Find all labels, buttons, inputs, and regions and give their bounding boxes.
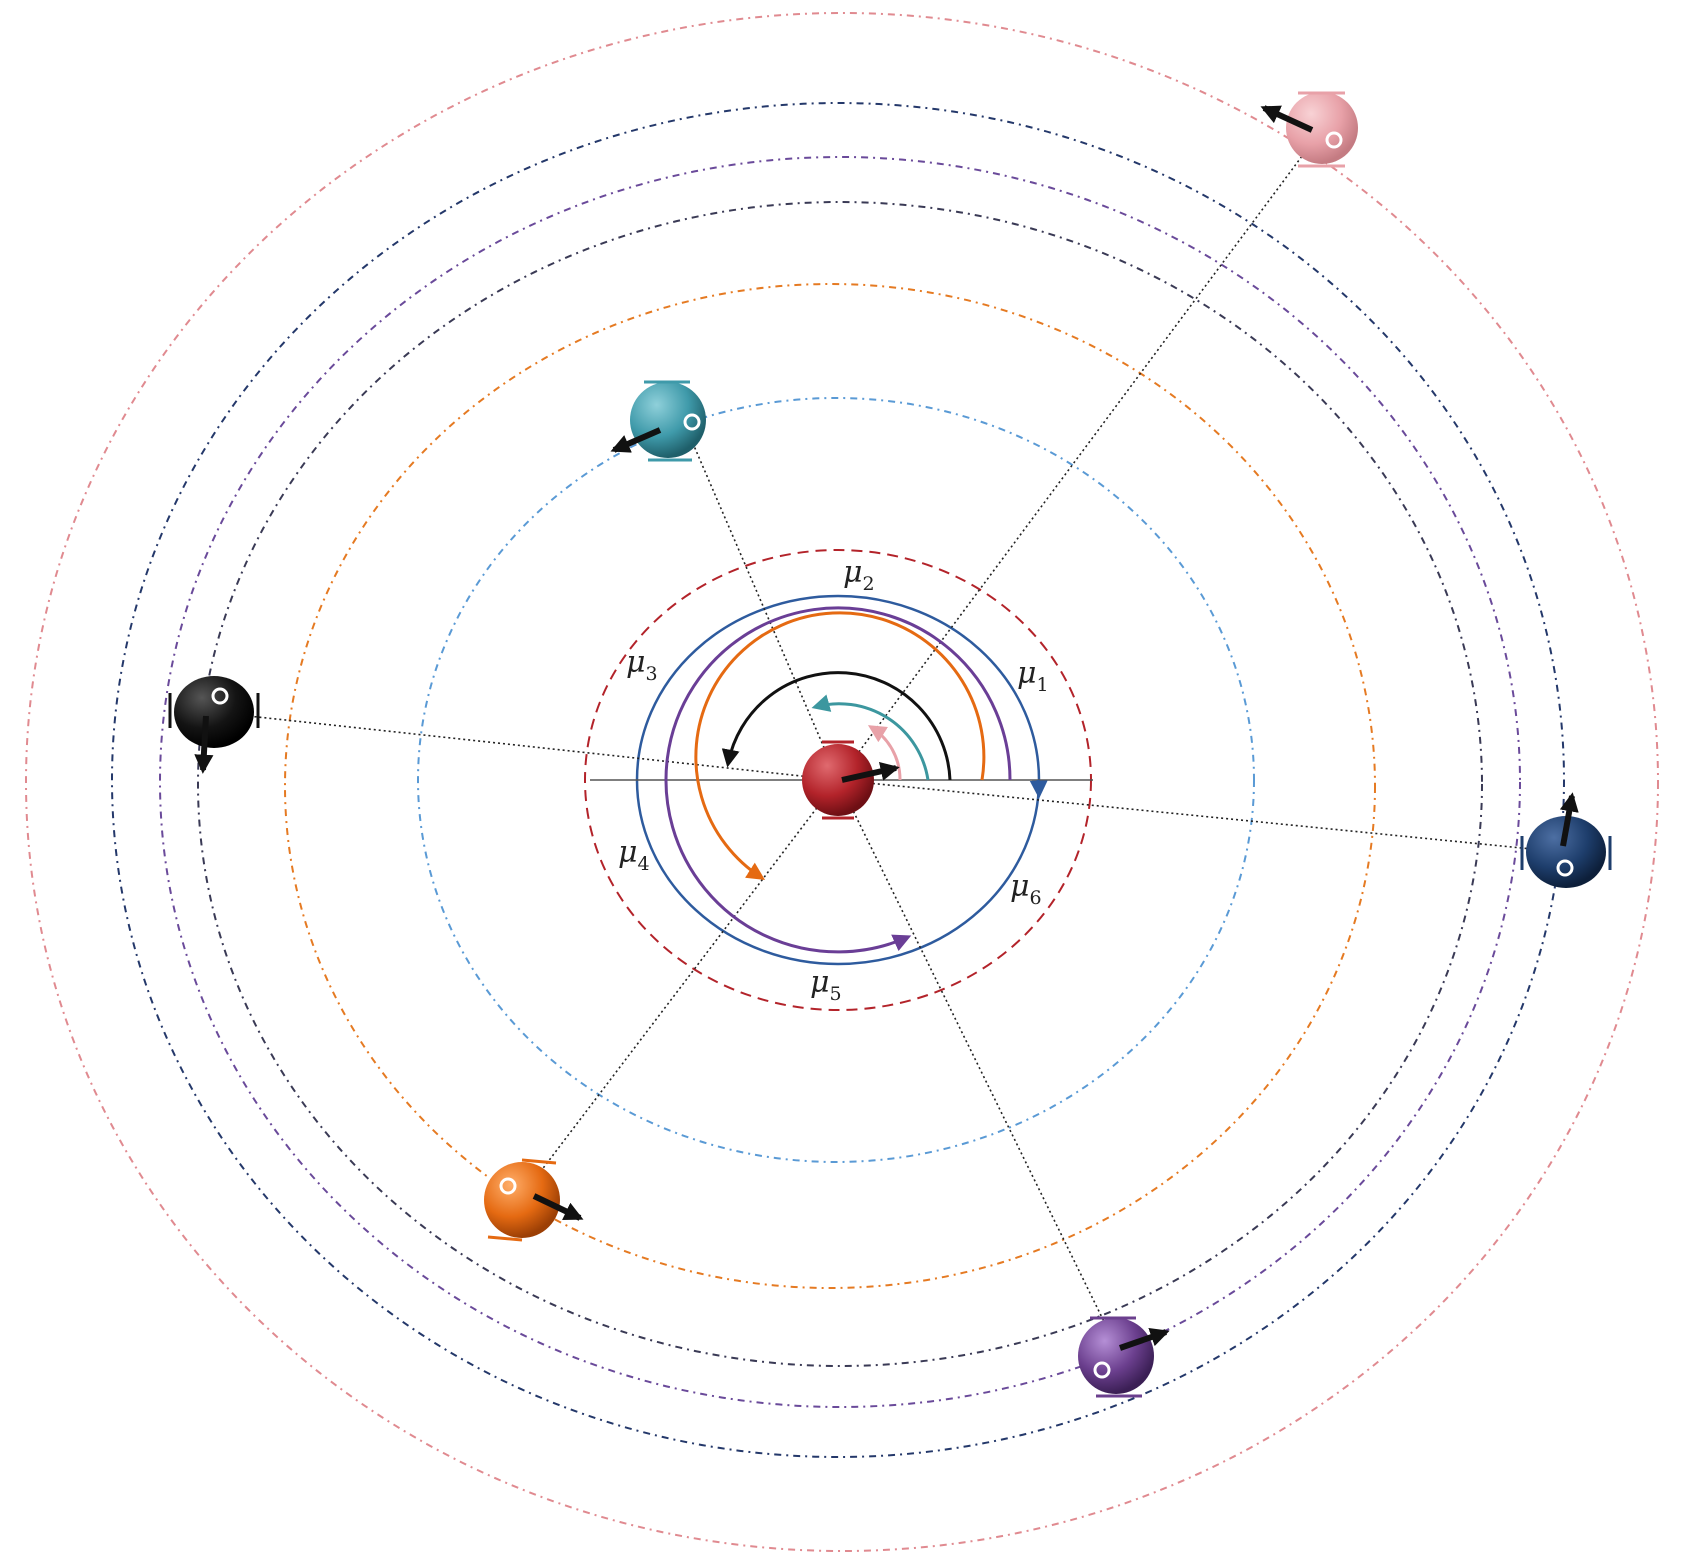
angle-arc-orange xyxy=(694,611,986,880)
connection-lines xyxy=(229,139,1563,1349)
orbit-purple xyxy=(159,156,1521,1408)
heading-arrow-icon xyxy=(532,1193,584,1221)
label-mu3: μ3 xyxy=(626,645,658,685)
label-mu5: μ5 xyxy=(810,965,842,1005)
heading-arrow-icon xyxy=(1260,105,1314,133)
orbit-dark xyxy=(197,201,1483,1367)
angle-arc-blue xyxy=(1029,779,1048,799)
heading-arrow-icon xyxy=(841,761,900,783)
label-mu1: μ1 xyxy=(1017,656,1049,696)
robot-teal xyxy=(610,380,706,462)
mu-labels: μ2 μ3 μ1 μ4 μ6 μ5 xyxy=(618,555,1049,1005)
link-blue xyxy=(837,779,1563,853)
angle-arc-black xyxy=(721,671,952,781)
robot-pink xyxy=(1260,91,1358,168)
heading-arrow-icon xyxy=(1559,792,1579,847)
robot-icon xyxy=(1526,816,1606,888)
orbit-group xyxy=(25,12,1659,1552)
robot-icon xyxy=(174,676,254,748)
robot-icon xyxy=(1078,1318,1154,1394)
robot-center xyxy=(802,740,900,820)
label-mu2: μ2 xyxy=(843,555,875,595)
label-mu4: μ4 xyxy=(618,835,650,875)
robot-purple xyxy=(1078,1316,1170,1398)
orbit-light-blue xyxy=(417,397,1255,1163)
angle-arc-purple xyxy=(664,606,1012,954)
link-black xyxy=(229,713,839,781)
robot-icon xyxy=(630,382,706,458)
link-purple xyxy=(837,779,1118,1349)
orbit-navy xyxy=(111,102,1565,1458)
robot-blue xyxy=(1520,792,1612,888)
heading-arrow-icon xyxy=(194,715,214,774)
robot-orange xyxy=(484,1158,584,1242)
label-mu6: μ6 xyxy=(1010,869,1042,909)
heading-arrow-icon xyxy=(1119,1327,1170,1351)
robot-icon xyxy=(802,744,874,816)
link-pink xyxy=(837,139,1315,781)
angle-arcs xyxy=(664,606,1048,954)
robot-icon xyxy=(1286,92,1358,164)
heading-arrow-icon xyxy=(610,427,662,453)
robot-black xyxy=(168,676,260,774)
orbit-orange xyxy=(284,283,1376,1289)
angle-arc-teal xyxy=(811,694,930,781)
link-teal xyxy=(687,431,839,781)
link-orange xyxy=(524,779,839,1193)
orbit-pink xyxy=(25,12,1659,1552)
